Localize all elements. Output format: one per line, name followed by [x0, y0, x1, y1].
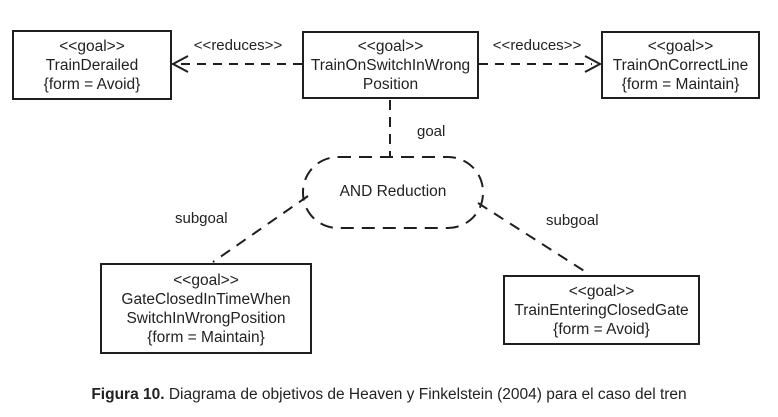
subgoal-left-edge-label: subgoal: [175, 210, 228, 227]
reduces-right-edge-label: <<reduces>>: [492, 37, 582, 54]
goal-stereotype: <<goal>>: [173, 271, 239, 289]
goal-stereotype: <<goal>>: [59, 37, 125, 55]
goal-node-train-on-correct-line: <<goal>> TrainOnCorrectLine {form = Main…: [601, 31, 760, 99]
reduces-left-arrowhead-icon: [170, 55, 189, 73]
goal-node-train-derailed: <<goal>> TrainDerailed {form = Avoid}: [12, 30, 172, 100]
goal-node-train-entering-closed-gate: <<goal>> TrainEnteringClosedGate {form =…: [503, 275, 700, 345]
and-reduction-shape: [302, 156, 484, 229]
figure-caption: Figura 10. Diagrama de objetivos de Heav…: [0, 385, 778, 405]
reduces-right-arrowhead-icon: [584, 55, 603, 73]
goal-property: {form = Avoid}: [43, 75, 141, 93]
goal-name: TrainOnSwitchInWrong: [310, 56, 471, 74]
goal-property: {form = Maintain}: [147, 328, 265, 346]
goal-name: GateClosedInTimeWhen: [121, 290, 291, 308]
subgoal-left-edge: [212, 195, 309, 263]
subgoal-right-edge-label: subgoal: [546, 212, 599, 229]
figure-caption-number: Figura 10.: [91, 386, 165, 403]
goal-name: TrainOnCorrectLine: [612, 56, 749, 74]
goal-node-gate-closed-in-time-when-switch-in-wrong-position: <<goal>> GateClosedInTimeWhen SwitchInWr…: [100, 263, 312, 354]
goal-edge-label: goal: [417, 123, 446, 140]
goal-name: Position: [362, 75, 419, 93]
goal-stereotype: <<goal>>: [357, 37, 424, 55]
figure-caption-text: Diagrama de objetivos de Heaven y Finkel…: [168, 386, 687, 403]
goal-node-train-on-switch-in-wrong-position: <<goal>> TrainOnSwitchInWrong Position: [302, 31, 479, 99]
reduces-left-edge-label: <<reduces>>: [193, 37, 283, 54]
goal-property: {form = Maintain}: [621, 75, 740, 93]
goal-stereotype: <<goal>>: [568, 282, 635, 300]
and-reduction-label: AND Reduction: [339, 183, 447, 200]
goal-name: TrainDerailed: [45, 56, 139, 74]
goal-property: {form = Avoid}: [553, 320, 650, 338]
goal-name: SwitchInWrongPosition: [126, 309, 286, 327]
goal-name: TrainEnteringClosedGate: [514, 301, 689, 319]
goal-stereotype: <<goal>>: [647, 37, 714, 55]
subgoal-right-edge: [477, 202, 590, 275]
